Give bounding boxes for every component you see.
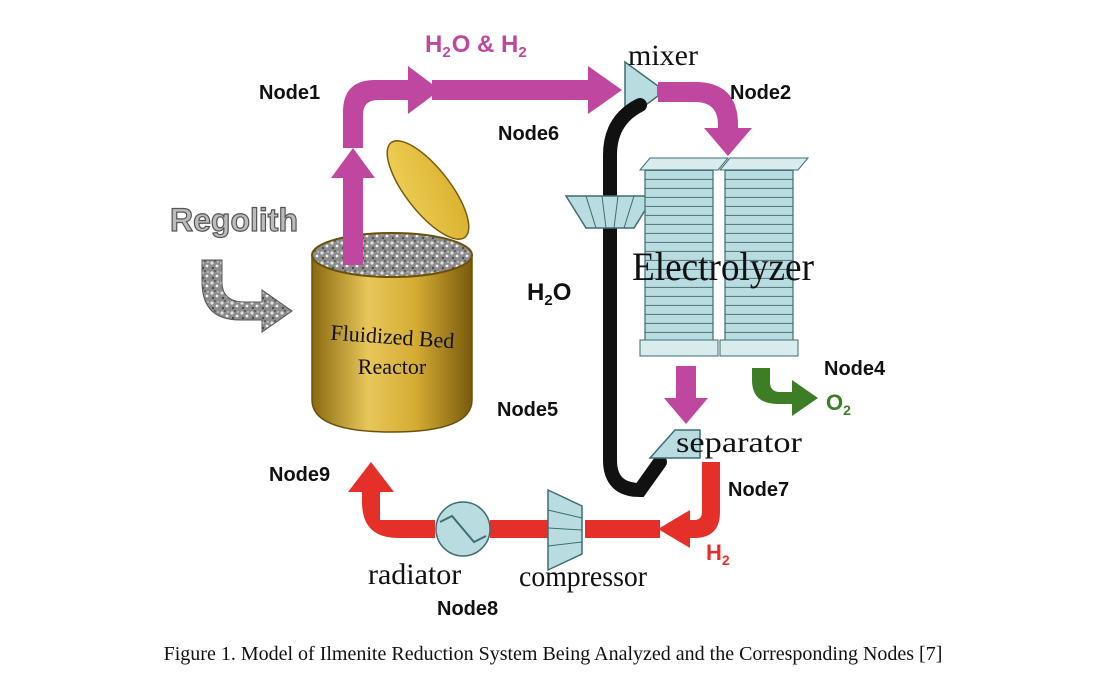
electrolyzer-to-separator-stream xyxy=(664,366,708,424)
electrolyzer-stack-right xyxy=(718,157,810,357)
node8-label: Node8 xyxy=(437,598,498,620)
o2-label: O2 xyxy=(826,390,851,418)
separator xyxy=(648,429,701,459)
h2-label: H2 xyxy=(706,540,730,568)
reactor-lid xyxy=(386,140,470,240)
h2o-h2-label: H2O & H2 xyxy=(425,31,527,61)
h2o-h2-stream xyxy=(331,66,622,265)
compressor xyxy=(547,488,583,572)
node7-label: Node7 xyxy=(728,479,789,501)
node6-label: Node6 xyxy=(498,123,559,145)
electrolyzer-stack-left xyxy=(638,157,730,357)
figure-caption: Figure 1. Model of Ilmenite Reduction Sy… xyxy=(163,643,943,665)
radiator-label: radiator xyxy=(368,558,461,591)
node9-label: Node9 xyxy=(269,464,330,486)
h2o-label: H2O xyxy=(527,279,571,309)
node4-label: Node4 xyxy=(824,358,886,380)
mixer-to-electrolyzer-stream xyxy=(658,82,752,156)
node5-label: Node5 xyxy=(497,399,558,421)
water-pump xyxy=(564,195,656,229)
separator-label: separator xyxy=(676,426,802,459)
reactor-label-line2: Reactor xyxy=(358,354,427,379)
radiator xyxy=(435,501,491,557)
electrolyzer-label: Electrolyzer xyxy=(632,244,814,289)
mixer-label: mixer xyxy=(628,39,698,72)
o2-output-stream xyxy=(752,368,818,416)
node2-label: Node2 xyxy=(730,82,791,104)
node1-label: Node1 xyxy=(259,82,320,104)
regolith-label: Regolith xyxy=(170,202,298,238)
h2-recycle-stream xyxy=(348,462,720,548)
compressor-label: compressor xyxy=(519,560,647,593)
regolith-feed-arrow xyxy=(201,259,293,333)
h2o-return-line xyxy=(603,98,667,498)
